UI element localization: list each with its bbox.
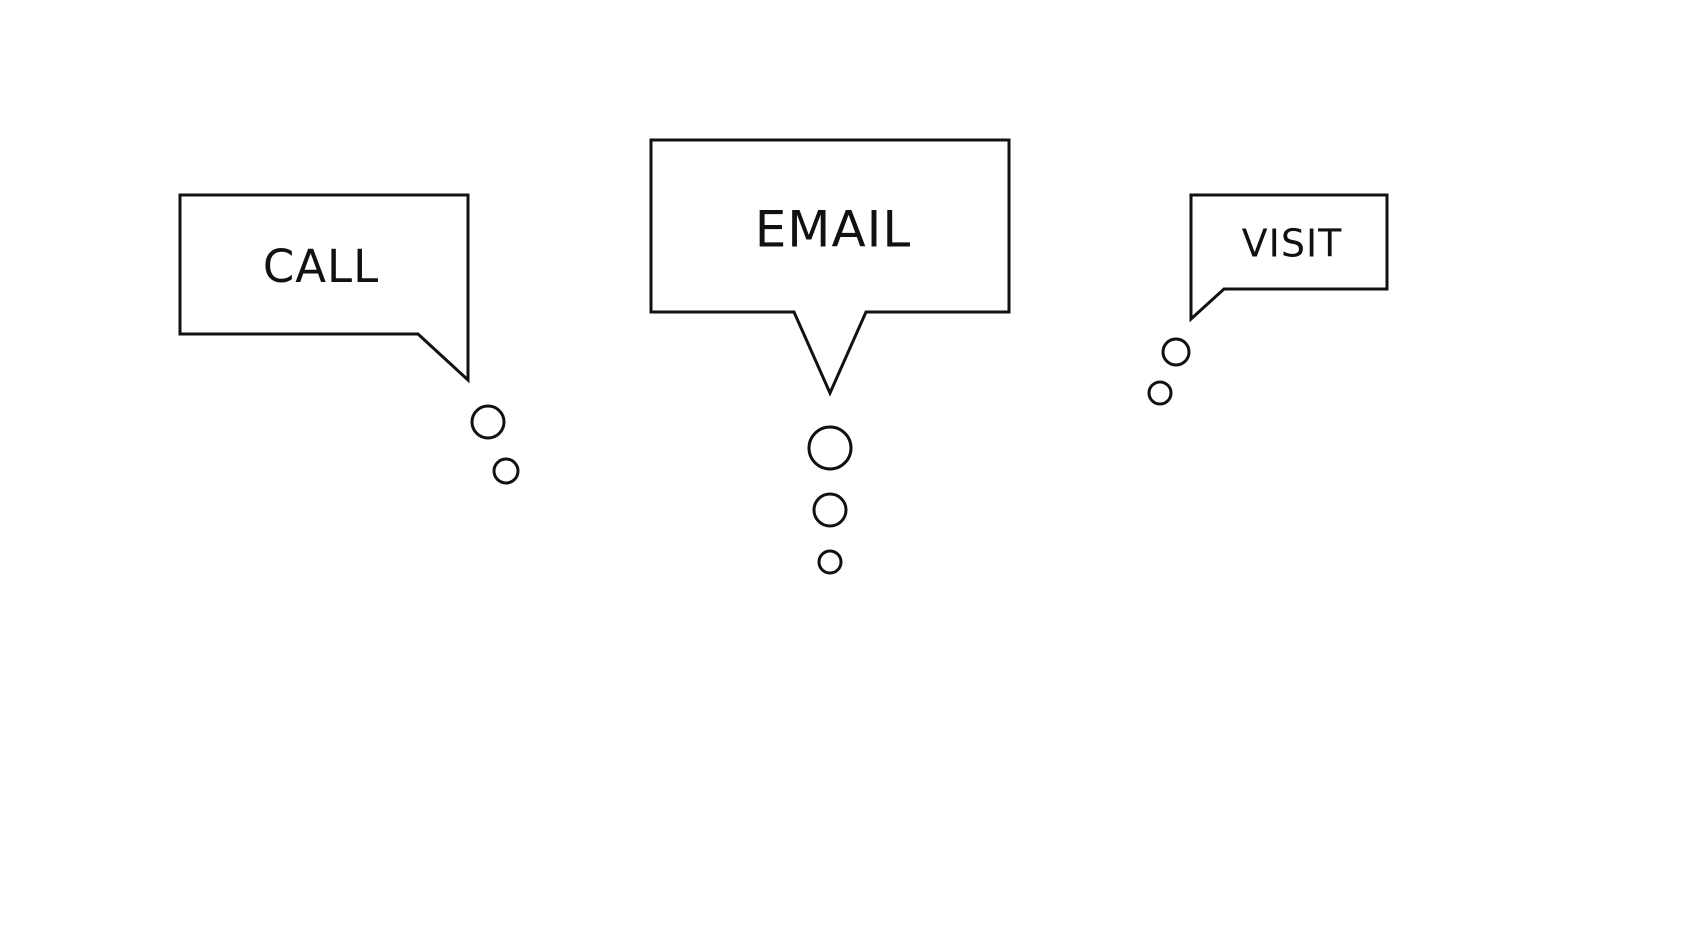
visit-thought-dot-large [1161,337,1191,367]
email-thought-dot-small [817,549,843,575]
call-thought-dot-large [470,404,506,440]
visit-label: VISIT [1242,222,1343,266]
visit-thought-dot-small [1147,380,1173,406]
visit-bubble-shape [1189,193,1389,323]
email-bubble-shape [649,138,1011,397]
email-bubble[interactable]: EMAIL [649,138,1011,575]
email-thought-dot-large [807,425,853,471]
call-label: CALL [263,240,379,293]
call-thought-dot-small [492,457,520,485]
call-bubble-shape [178,193,470,384]
email-thought-dot-medium [812,492,848,528]
email-label: EMAIL [755,201,912,259]
call-bubble[interactable]: CALL [178,193,520,485]
visit-bubble[interactable]: VISIT [1147,193,1389,406]
